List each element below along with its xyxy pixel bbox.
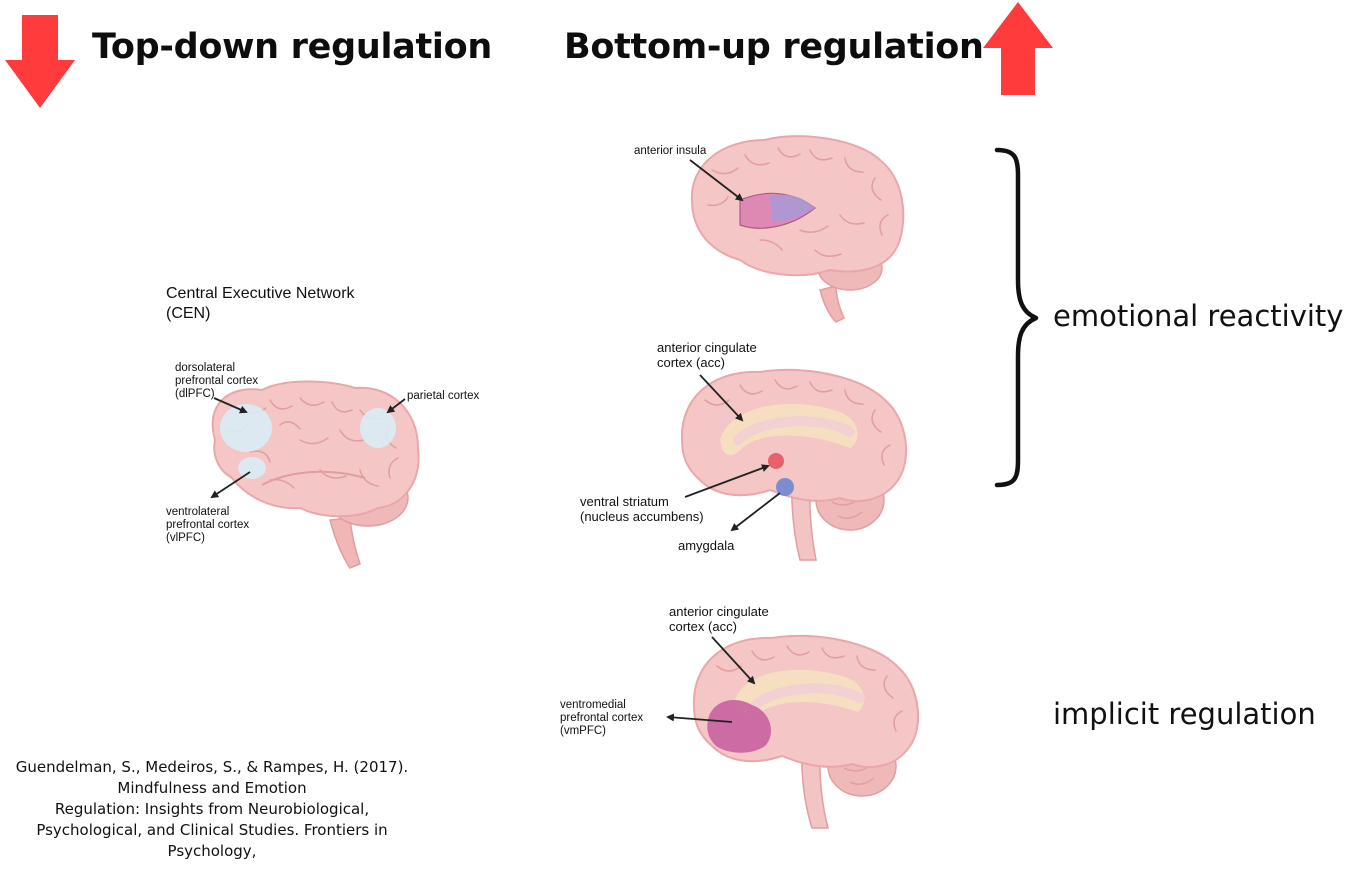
label-dlpfc-line: dorsolateral [175, 362, 236, 374]
citation-line: Psychological, and Clinical Studies. Fro… [36, 821, 388, 839]
label-vmpfc-line: ventromedial [560, 699, 626, 711]
label-acc-top-line: cortex (acc) [657, 355, 725, 370]
network-title-line1: Central Executive Network [166, 285, 355, 302]
label-vmpfc-line: (vmPFC) [560, 725, 606, 737]
citation: Guendelman, S., Medeiros, S., & Rampes, … [2, 757, 422, 862]
label-acc-bottom-line: cortex (acc) [669, 619, 737, 634]
label-vlpfc-line: ventrolateral [166, 506, 230, 518]
label-vmpfc: ventromedial prefrontal cortex (vmPFC) [560, 699, 643, 738]
label-dlpfc-line: prefrontal cortex [175, 375, 259, 387]
label-dlpfc: dorsolateral prefrontal cortex (dlPFC) [175, 362, 258, 401]
label-vlpfc-line: prefrontal cortex [166, 519, 250, 531]
label-parietal: parietal cortex [407, 390, 480, 402]
up-arrow-icon [983, 2, 1053, 95]
label-ventral-striatum: ventral striatum (nucleus accumbens) [580, 494, 704, 524]
label-ventral-striatum-line: (nucleus accumbens) [580, 509, 704, 524]
emotional-reactivity-label: emotional reactivity [1053, 299, 1344, 333]
lateral-brain-insula [690, 135, 905, 323]
label-dlpfc-line: (dlPFC) [175, 388, 215, 400]
citation-line: Psychology, [167, 842, 257, 860]
network-title-line2: (CEN) [166, 305, 211, 322]
sagittal-brain-reactivity [680, 368, 908, 561]
down-arrow-icon [5, 15, 75, 108]
label-acc-bottom-line: anterior cingulate [669, 604, 769, 619]
citation-line: Mindfulness and Emotion [117, 779, 307, 797]
label-vmpfc-line: prefrontal cortex [560, 712, 644, 724]
label-acc-top: anterior cingulate cortex (acc) [657, 340, 757, 370]
top-down-heading: Top-down regulation [92, 27, 492, 67]
sagittal-brain-regulation [692, 634, 920, 829]
network-title: Central Executive Network (CEN) [166, 284, 355, 324]
bottom-up-heading: Bottom-up regulation [564, 27, 984, 67]
label-vlpfc: ventrolateral prefrontal cortex (vlPFC) [166, 506, 249, 545]
citation-line: Regulation: Insights from Neurobiologica… [54, 800, 370, 818]
implicit-regulation-label: implicit regulation [1053, 697, 1316, 731]
curly-brace [994, 147, 1039, 488]
label-amygdala: amygdala [678, 538, 735, 553]
lateral-brain-left [211, 380, 420, 569]
label-acc-top-line: anterior cingulate [657, 340, 757, 355]
label-vlpfc-line: (vlPFC) [166, 532, 205, 544]
label-acc-bottom: anterior cingulate cortex (acc) [669, 604, 769, 634]
label-ventral-striatum-line: ventral striatum [580, 494, 669, 509]
label-anterior-insula: anterior insula [634, 145, 707, 157]
citation-line: Guendelman, S., Medeiros, S., & Rampes, … [15, 758, 409, 776]
